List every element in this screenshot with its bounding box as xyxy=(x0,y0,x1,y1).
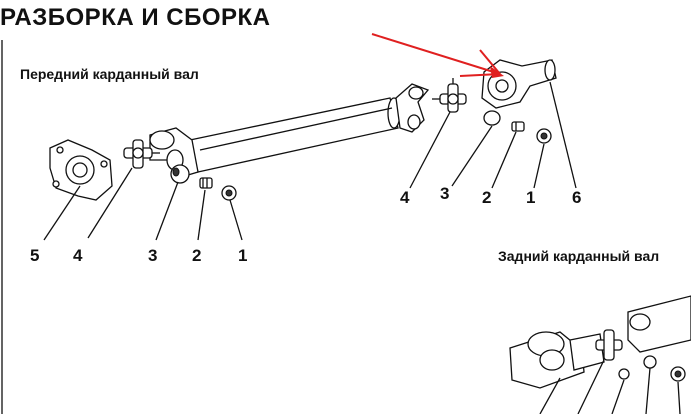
cross-spider-part-4-left xyxy=(123,139,160,169)
callout-3-left: 3 xyxy=(148,246,158,265)
slip-yoke-part-6 xyxy=(481,59,557,109)
bearing-cup-part-3-left xyxy=(170,164,190,184)
leader-4-left xyxy=(87,167,133,239)
leader-5 xyxy=(43,185,81,241)
leader-6 xyxy=(549,81,577,189)
callout-2-left: 2 xyxy=(192,246,202,265)
snap-ring-part-1-right xyxy=(536,128,552,144)
callout-6: 6 xyxy=(572,188,582,207)
bearing-cup-part-3-right xyxy=(483,110,501,126)
page-title: РАЗБОРКА И СБОРКА xyxy=(0,4,271,31)
callout-3-right: 3 xyxy=(440,184,450,203)
callout-2-right: 2 xyxy=(482,188,492,207)
snap-ring-part-1-left xyxy=(221,185,237,201)
callout-1-left: 1 xyxy=(238,246,248,265)
rear-shaft-assembly xyxy=(509,295,691,414)
callout-5: 5 xyxy=(30,246,40,265)
leader-1-left xyxy=(229,199,243,241)
callout-4-right: 4 xyxy=(400,188,410,207)
leader-3-left xyxy=(155,181,179,241)
callout-4-left: 4 xyxy=(73,246,83,265)
leader-2-right xyxy=(491,131,517,189)
seal-part-2-right xyxy=(511,121,525,132)
flange-part-5 xyxy=(49,139,113,201)
red-arrow-annotation xyxy=(371,33,504,78)
front-shaft-heading: Передний карданный вал xyxy=(20,66,199,82)
front-shaft-right-yoke xyxy=(395,83,430,133)
leader-3-right xyxy=(451,125,493,187)
seal-part-2-left xyxy=(199,177,213,189)
rear-shaft-heading: Задний карданный вал xyxy=(498,248,660,264)
cross-spider-part-4-right xyxy=(432,78,467,113)
leader-1-right xyxy=(533,143,545,189)
front-shaft-tube xyxy=(189,97,401,173)
leader-4-right xyxy=(409,111,451,189)
leader-2-left xyxy=(197,189,206,241)
callout-1-right: 1 xyxy=(526,188,536,207)
